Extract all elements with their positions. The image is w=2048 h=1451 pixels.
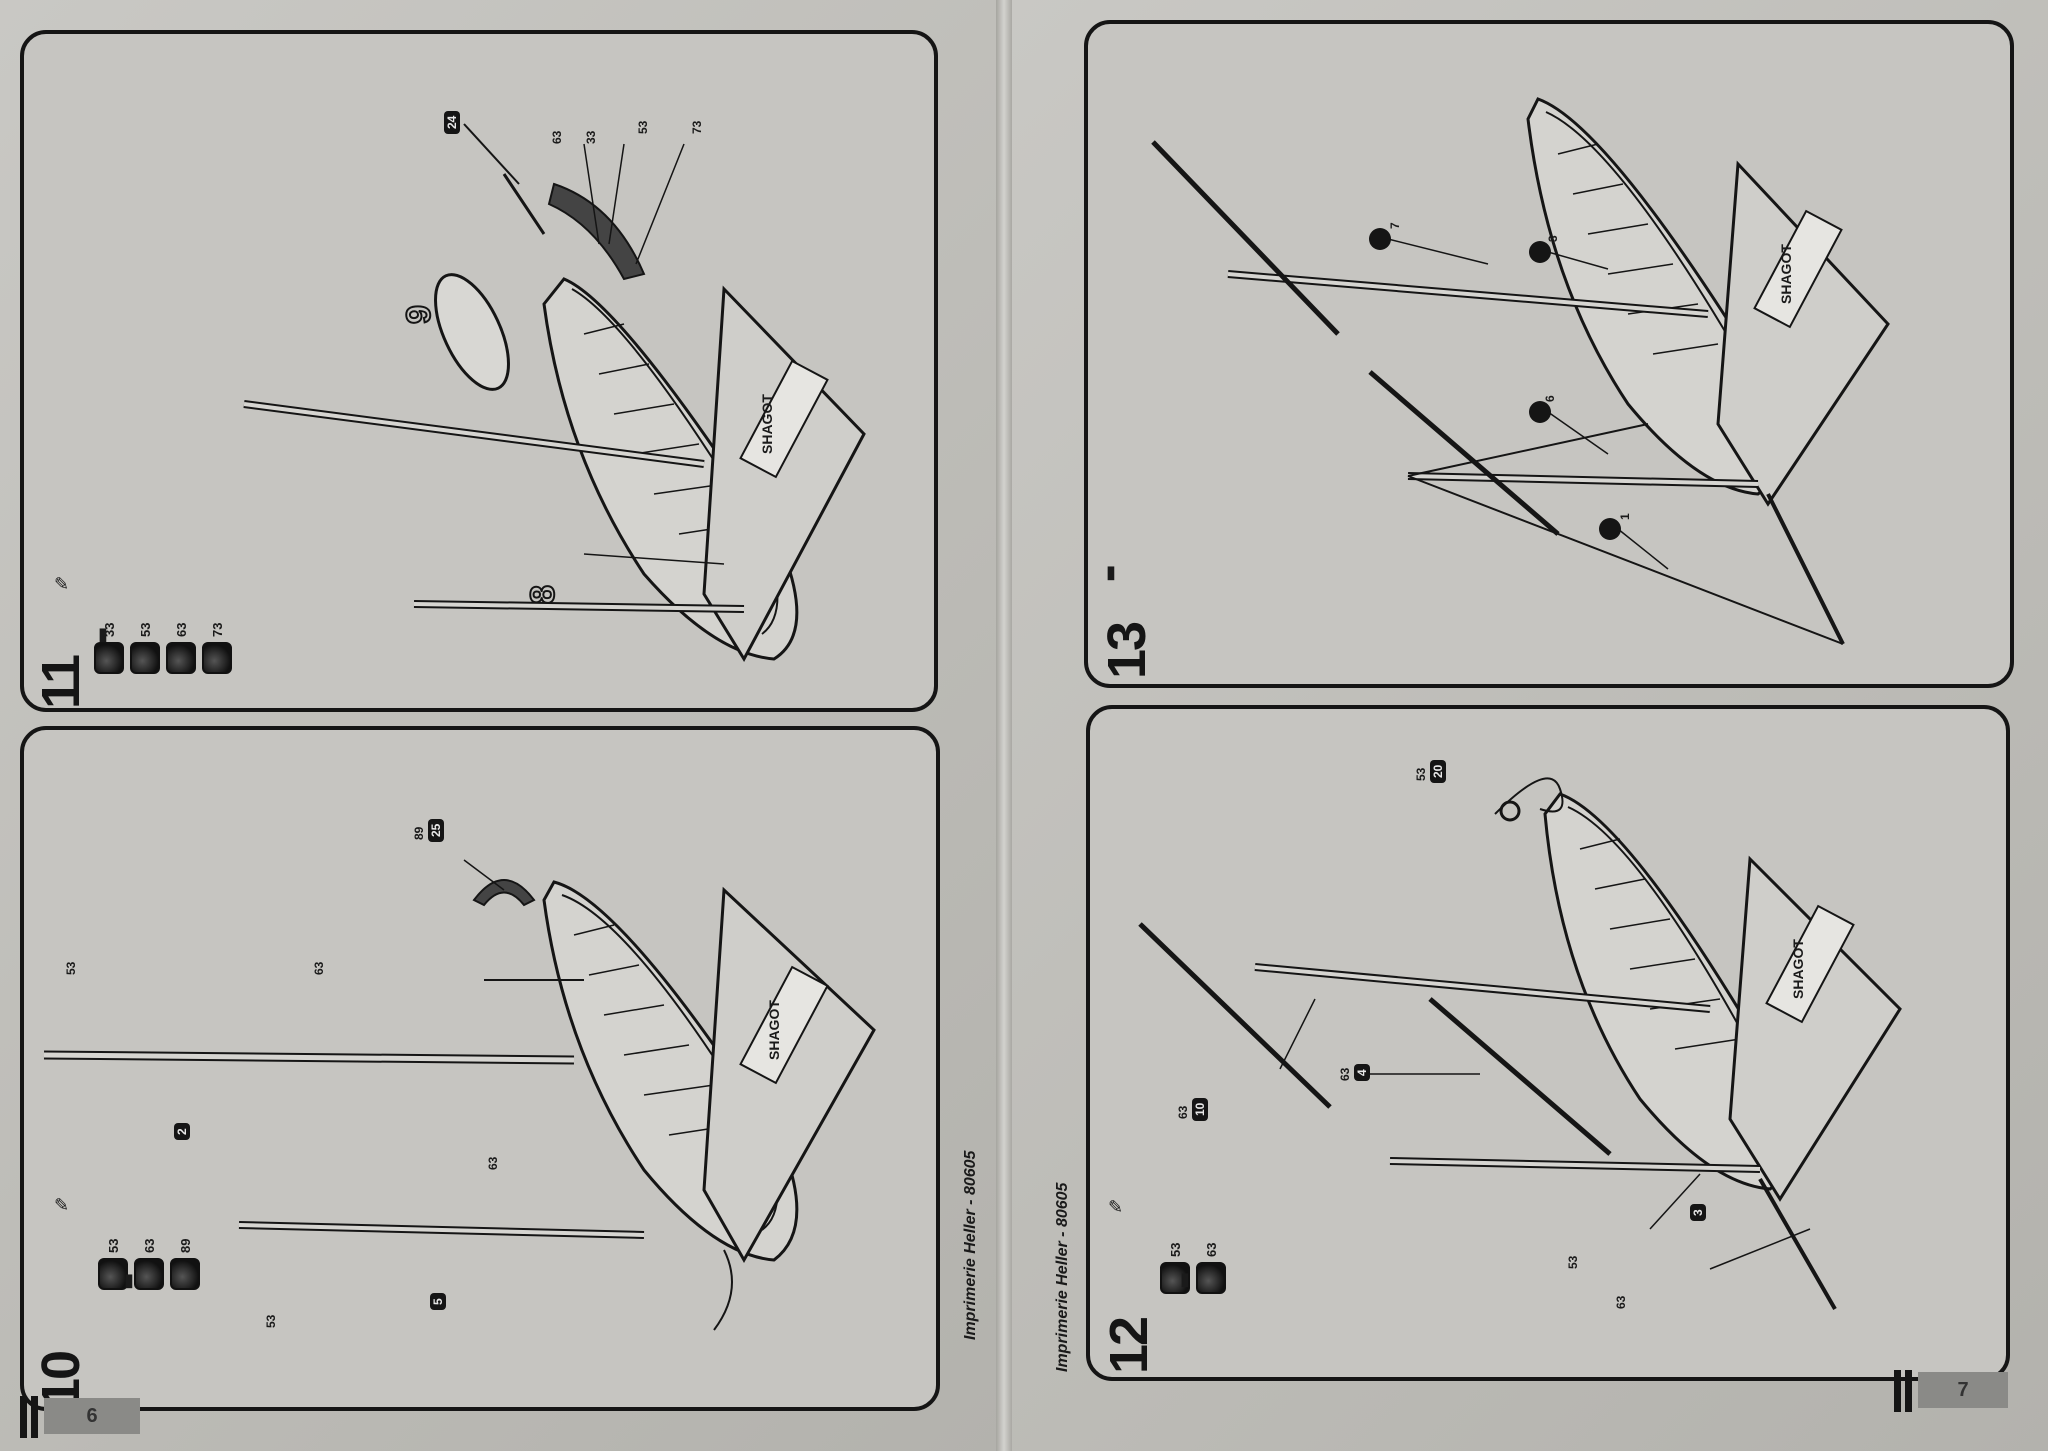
callout-53: 53: [1414, 767, 1428, 781]
paint-pot: 89: [170, 1239, 200, 1290]
stern-name-label: SHAGOT: [766, 1000, 782, 1060]
footer-printer-left: Imprimerie Heller - 80605: [962, 1150, 979, 1340]
brush-icon: ✎: [1108, 1197, 1124, 1217]
callout-53: 53: [636, 120, 650, 134]
callout-63: 63: [1338, 1067, 1352, 1081]
paint-pot: 63: [1196, 1243, 1226, 1294]
paint-pot-icon: [202, 642, 232, 674]
part-3-label: 3: [1546, 235, 1560, 242]
callout-89: 89: [412, 826, 426, 840]
part-1-label: 1: [1618, 513, 1632, 520]
glue-tube-icon: ▮: [1106, 562, 1116, 582]
callout-63: 63: [486, 1156, 500, 1170]
brush-icon: ✎: [54, 574, 70, 594]
step-10-panel: 10 53 63 89 ▮ ✎ 53 63 2 63 5 53 89 25 SH…: [20, 726, 940, 1411]
callout-73: 73: [690, 120, 704, 134]
callout-53: 53: [1566, 1255, 1580, 1269]
step-13-drawing: [1151, 97, 1890, 645]
step-12-number: 12: [1099, 1317, 1159, 1374]
part-3-badge: 3: [1690, 1204, 1706, 1221]
part-25-badge: 25: [428, 818, 444, 842]
page-marker-bars: [20, 1396, 38, 1438]
page-number-left: 6: [44, 1398, 140, 1434]
step-12-panel: 12 53 63 ▮ ✎ 53 20 63 10 63 4 53 63 3 SH…: [1086, 705, 2010, 1381]
step-10-paint-list: 53 63 89: [98, 1239, 200, 1290]
page-number-right: 7: [1918, 1372, 2008, 1408]
callout-33: 33: [584, 130, 598, 144]
step-13-number: 13: [1097, 622, 1157, 679]
step-11-number: 11: [31, 655, 91, 709]
step-13-panel: 13 ▮ 7 3 6 1 SHAGOT: [1084, 20, 2014, 688]
part-5-badge: 5: [430, 1293, 446, 1310]
paint-pot-icon: [130, 642, 160, 674]
book-spine: [996, 0, 1012, 1451]
callout-53: 53: [264, 1314, 278, 1328]
part-20-badge: 20: [1430, 759, 1446, 783]
paint-pot-icon: [166, 642, 196, 674]
callout-63: 63: [1614, 1295, 1628, 1309]
step-12-drawing: [1138, 777, 1902, 1310]
paint-pot: 63: [134, 1239, 164, 1290]
paint-pot-icon: [94, 642, 124, 674]
glue-tube-icon: ▮: [1180, 1269, 1190, 1289]
part-6-label: 6: [1543, 395, 1557, 402]
paint-pot: 63: [166, 623, 196, 674]
paint-pot: 53: [130, 623, 160, 674]
step-12-paint-list: 53 63: [1160, 1243, 1226, 1294]
part-2-badge: 2: [174, 1123, 190, 1140]
sub-assembly-9: 9: [399, 304, 439, 325]
part-24-badge: 24: [444, 110, 460, 134]
glue-tube-icon: ▮: [124, 1270, 134, 1290]
footer-printer-right: Imprimerie Heller - 80605: [1054, 1182, 1071, 1372]
step-10-drawing: [43, 859, 876, 1331]
sub-assembly-8: 8: [523, 584, 563, 605]
page-marker-bars: [1894, 1370, 1912, 1412]
part-4-badge: 4: [1354, 1064, 1370, 1081]
brush-icon: ✎: [54, 1195, 70, 1215]
stern-name-label: SHAGOT: [759, 394, 775, 454]
paint-pot-icon: [1196, 1262, 1226, 1294]
step-11-drawing: [243, 123, 866, 663]
glue-tube-icon: ▮: [98, 624, 108, 644]
part-10-badge: 10: [1192, 1097, 1208, 1121]
paint-pot: 73: [202, 623, 232, 674]
paint-pot-icon: [170, 1258, 200, 1290]
stern-name-label: SHAGOT: [1778, 244, 1794, 304]
callout-63: 63: [312, 961, 326, 975]
step-11-panel: 11 33 53 63 73 ▮ ✎ 24 63 33 53 73 9 8 SH…: [20, 30, 938, 712]
step-11-paint-list: 33 53 63 73: [94, 623, 232, 674]
callout-53: 53: [64, 961, 78, 975]
paint-pot-icon: [134, 1258, 164, 1290]
stern-name-label: SHAGOT: [1790, 939, 1806, 999]
callout-63: 63: [550, 130, 564, 144]
callout-63: 63: [1176, 1105, 1190, 1119]
part-7-label: 7: [1388, 222, 1402, 229]
